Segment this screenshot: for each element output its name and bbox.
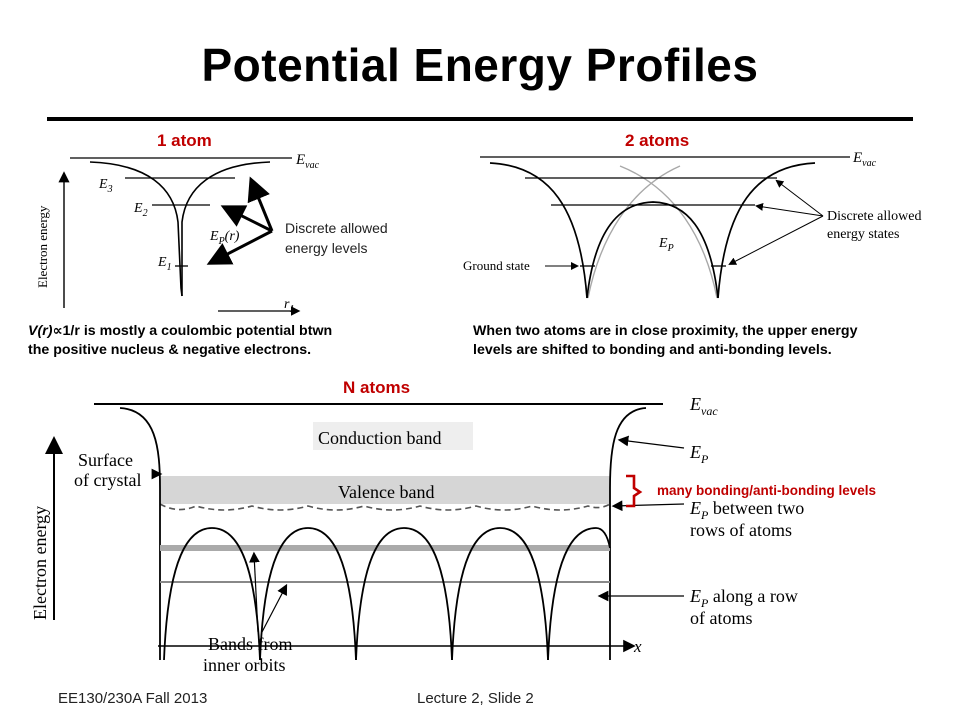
- red-brace: [626, 474, 643, 508]
- conduction-band-label: Conduction band: [318, 428, 442, 448]
- e2-label: E2: [133, 201, 148, 219]
- caption-1-atom: V(r)∝1/r is mostly a coulombic potential…: [28, 323, 333, 358]
- y-axis-label: Electron energy: [30, 506, 50, 620]
- title-underline: [47, 117, 913, 121]
- e3-label: E3: [98, 177, 113, 195]
- annot-arrow-upper: [247, 176, 274, 232]
- gray-right-atom-curve: [587, 165, 681, 299]
- annot-arrow-lower: [206, 229, 273, 265]
- ground-state-label: Ground state: [463, 258, 530, 273]
- ep-label-2: EP between two: [689, 498, 804, 522]
- inner-bands-line2: inner orbits: [203, 655, 286, 675]
- ep-label-1: EP: [689, 442, 709, 466]
- surface-wall-left: [119, 407, 161, 660]
- ep-label-3: EP along a row: [689, 586, 798, 610]
- annotation-line1: Discrete allowed: [827, 209, 921, 224]
- slide-title: Potential Energy Profiles: [201, 39, 759, 91]
- heading-2-atoms: 2 atoms: [625, 131, 690, 150]
- diagram-n-atoms: Electron energy Conduction band Valence …: [30, 394, 804, 675]
- surface-label-line2: of crystal: [74, 470, 141, 490]
- diagram-2-atoms: Evac EP Ground state Discrete allowed en…: [463, 150, 921, 299]
- ep-label: EP: [658, 236, 674, 254]
- periodic-potential: [163, 527, 611, 661]
- ep1-arrow: [617, 435, 685, 449]
- x-axis-label: r1: [284, 297, 294, 315]
- y-axis-label: Electron energy: [35, 205, 50, 288]
- outer-right-wall: [717, 162, 816, 299]
- inner-arrow-2: [261, 583, 288, 633]
- annot-arrow-3: [728, 215, 824, 265]
- surface-label-line1: Surface: [78, 450, 133, 470]
- annotation-line2: energy states: [827, 227, 899, 242]
- x-axis-label: x: [633, 637, 642, 656]
- ep2-arrow: [611, 500, 685, 512]
- evac-label: Evac: [295, 152, 320, 171]
- well-left-wall: [89, 161, 183, 297]
- ep-label-2-line2: rows of atoms: [690, 520, 792, 540]
- inner-bands-line1: Bands from: [208, 634, 293, 654]
- surface-wall-right: [609, 407, 647, 660]
- footer-course: EE130/230A Fall 2013: [58, 690, 208, 707]
- diagram-1-atom: Electron energy Evac E3 E2 E1 EP(r) r1: [35, 152, 320, 316]
- annot-arrow-top: [220, 205, 273, 233]
- heading-n-atoms: N atoms: [343, 378, 411, 397]
- e1-label: E1: [157, 255, 172, 273]
- valence-band-label: Valence band: [338, 482, 434, 502]
- caption-2-atoms: When two atoms are in close proximity, t…: [473, 323, 858, 358]
- footer-slide-number: Lecture 2, Slide 2: [417, 690, 534, 707]
- well-right-wall: [181, 161, 271, 296]
- annotation-discrete-levels: Discrete allowed energy levels: [285, 220, 388, 256]
- heading-1-atom: 1 atom: [157, 131, 212, 150]
- bonding-note: many bonding/anti-bonding levels: [657, 483, 877, 498]
- ep-label-3-line2: of atoms: [690, 608, 753, 628]
- annot-arrow-2: [755, 202, 824, 217]
- inner-arrow-1: [249, 551, 260, 633]
- ep-label: EP(r): [209, 229, 240, 247]
- evac-label: Evac: [689, 394, 718, 418]
- ep-dashed-curve: [159, 503, 611, 511]
- central-barrier: [586, 201, 719, 299]
- annot-arrow-1: [775, 179, 824, 217]
- gray-left-atom-curve: [619, 165, 718, 299]
- inner-band-1: [160, 545, 610, 551]
- conduction-band-shade: [313, 422, 473, 450]
- valence-band: [160, 476, 610, 504]
- outer-left-wall: [489, 162, 588, 299]
- evac-label: Evac: [852, 150, 877, 169]
